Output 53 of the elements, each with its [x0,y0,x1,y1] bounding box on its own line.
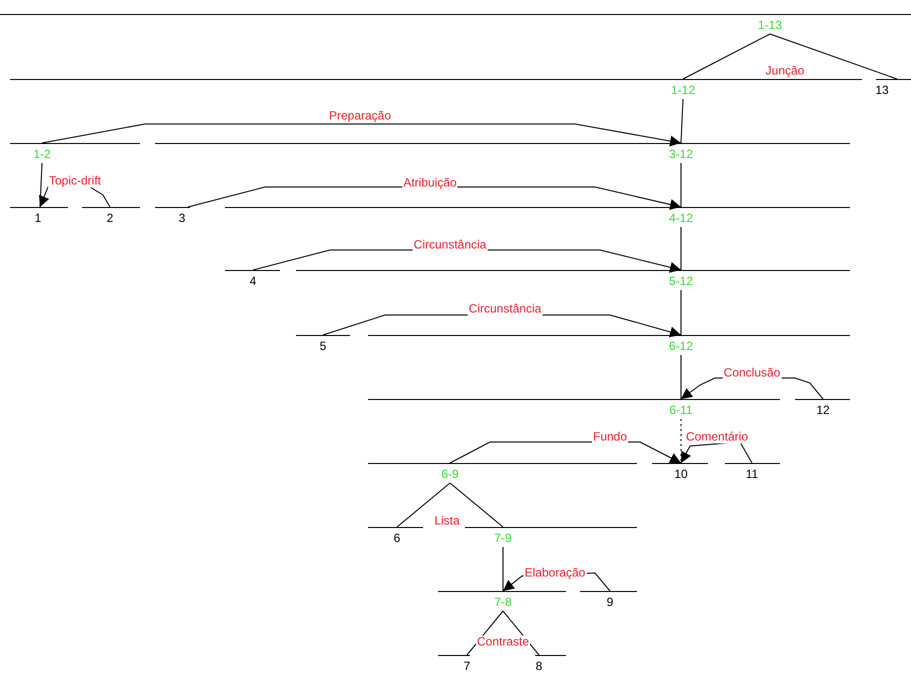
relation-label: Circunstância [468,302,542,316]
span-label: 1-12 [670,83,696,97]
span-label: 6-12 [668,339,694,353]
relation-label: Elaboração [524,566,586,580]
relation-label: Lista [433,514,461,528]
segment-number: 9 [606,595,614,609]
tree-line [40,162,42,208]
span-label: 7-9 [494,531,512,545]
span-label: 3-12 [668,147,694,161]
tree-line [682,34,770,80]
span-line [438,655,470,673]
relation-label: Topic-drift [48,174,102,188]
relation-arrow [42,124,682,146]
relation-label: Fundo [592,430,628,444]
span-label: 6-9 [441,467,459,481]
segment-number: 10 [674,467,688,481]
segment-number: 3 [178,211,186,225]
tree-line [680,162,682,208]
segment-number: 2 [106,211,114,225]
tree-line [502,610,540,656]
span-label: 5-12 [668,274,694,288]
span-label: 6-11 [669,403,693,417]
tree-line [450,482,504,528]
span-label: 1-13 [758,18,782,32]
segment-number: 4 [250,274,256,288]
segment-number: 12 [816,403,830,417]
segment-number: 11 [746,467,758,481]
tree-line [680,418,682,464]
span-label: 4-12 [668,211,694,225]
relation-label: Circunstância [412,238,488,252]
tree-line [680,226,682,270]
tree-line [680,98,684,144]
tree-line [396,482,450,528]
segment-number: 7 [464,659,470,673]
tree-line [770,34,898,80]
tree-line [680,354,682,400]
relation-label: Preparação [328,110,392,122]
tree-line [680,290,682,336]
tree-line [502,546,504,592]
segment-number: 8 [536,659,542,673]
span-label: 7-8 [494,595,512,609]
span-label: 1-2 [33,147,51,161]
relation-label: Junção [764,64,806,78]
segment-number: 5 [320,339,326,353]
span-line [535,655,566,673]
segment-number: 6 [394,531,400,545]
relation-label: Atribuição [402,176,458,190]
relation-label: Contraste [476,636,530,648]
relation-label: Comentário [684,430,750,444]
relation-arrow [188,186,682,210]
relation-label: Conclusão [722,366,782,380]
segment-number: 1 [34,211,42,225]
segment-number: 13 [875,83,889,97]
